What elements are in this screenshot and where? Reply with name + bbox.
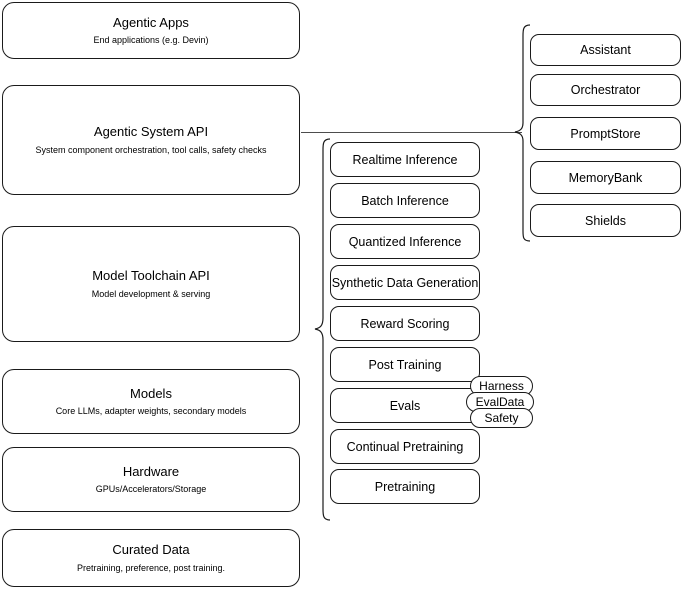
- bracket-toolchain: [314, 138, 331, 521]
- eval-pill-label: Safety: [484, 411, 519, 425]
- system-component-box-promptstore[interactable]: PromptStore: [530, 117, 681, 150]
- system-component-label: MemoryBank: [568, 170, 643, 185]
- capability-label: Reward Scoring: [360, 316, 450, 331]
- capability-box-evals[interactable]: Evals: [330, 388, 480, 423]
- layer-title: Agentic System API: [93, 124, 209, 140]
- layer-title: Models: [130, 385, 172, 401]
- system-component-label: Shields: [585, 213, 626, 228]
- layer-title: Hardware: [122, 463, 180, 479]
- capability-box-batch-inference[interactable]: Batch Inference: [330, 183, 480, 218]
- system-component-box-assistant[interactable]: Assistant: [530, 34, 681, 66]
- capability-box-continual-pretraining[interactable]: Continual Pretraining: [330, 429, 480, 464]
- bracket-system-components: [514, 24, 531, 242]
- eval-pill-evaldata[interactable]: EvalData: [466, 392, 534, 412]
- eval-pill-label: EvalData: [475, 395, 525, 409]
- capability-box-synthetic-data-generation[interactable]: Synthetic Data Generation: [330, 265, 480, 300]
- capability-label: Post Training: [368, 357, 442, 372]
- capability-label: Evals: [389, 398, 421, 413]
- layer-box-models[interactable]: Models Core LLMs, adapter weights, secon…: [2, 369, 300, 434]
- system-component-label: Orchestrator: [570, 83, 641, 97]
- system-component-box-shields[interactable]: Shields: [530, 204, 681, 237]
- eval-pill-harness[interactable]: Harness: [470, 376, 533, 396]
- capability-label: Continual Pretraining: [346, 439, 464, 454]
- layer-subtitle: GPUs/Accelerators/Storage: [95, 484, 207, 494]
- system-component-box-orchestrator[interactable]: Orchestrator: [530, 74, 681, 106]
- capability-box-realtime-inference[interactable]: Realtime Inference: [330, 142, 480, 177]
- layer-subtitle: Pretraining, preference, post training.: [76, 562, 226, 573]
- connector-line-system-api: [301, 132, 522, 133]
- layer-subtitle: System component orchestration, tool cal…: [35, 144, 267, 155]
- capability-box-post-training[interactable]: Post Training: [330, 347, 480, 382]
- eval-pill-label: Harness: [479, 379, 524, 393]
- system-component-box-memorybank[interactable]: MemoryBank: [530, 161, 681, 194]
- layer-box-curated-data[interactable]: Curated Data Pretraining, preference, po…: [2, 529, 300, 587]
- capability-box-pretraining[interactable]: Pretraining: [330, 469, 480, 504]
- layer-box-hardware[interactable]: Hardware GPUs/Accelerators/Storage: [2, 447, 300, 512]
- layer-title: Agentic Apps: [113, 14, 189, 30]
- capability-box-quantized-inference[interactable]: Quantized Inference: [330, 224, 480, 259]
- layer-subtitle: End applications (e.g. Devin): [93, 35, 209, 45]
- capability-label: Quantized Inference: [348, 234, 462, 249]
- layer-box-model-toolchain-api[interactable]: Model Toolchain API Model development & …: [2, 226, 300, 342]
- layer-box-agentic-apps[interactable]: Agentic Apps End applications (e.g. Devi…: [2, 2, 300, 59]
- capability-label: Synthetic Data Generation: [331, 275, 479, 290]
- layer-title: Curated Data: [112, 542, 190, 558]
- capability-label: Pretraining: [374, 479, 436, 494]
- capability-label: Batch Inference: [361, 193, 449, 208]
- system-component-label: PromptStore: [570, 126, 641, 141]
- eval-pill-safety[interactable]: Safety: [470, 408, 533, 428]
- capability-label: Realtime Inference: [352, 152, 458, 167]
- layer-title: Model Toolchain API: [92, 268, 210, 284]
- layer-box-agentic-system-api[interactable]: Agentic System API System component orch…: [2, 85, 300, 195]
- layer-subtitle: Core LLMs, adapter weights, secondary mo…: [55, 406, 247, 416]
- layer-subtitle: Model development & serving: [91, 288, 211, 299]
- capability-box-reward-scoring[interactable]: Reward Scoring: [330, 306, 480, 341]
- system-component-label: Assistant: [580, 43, 631, 57]
